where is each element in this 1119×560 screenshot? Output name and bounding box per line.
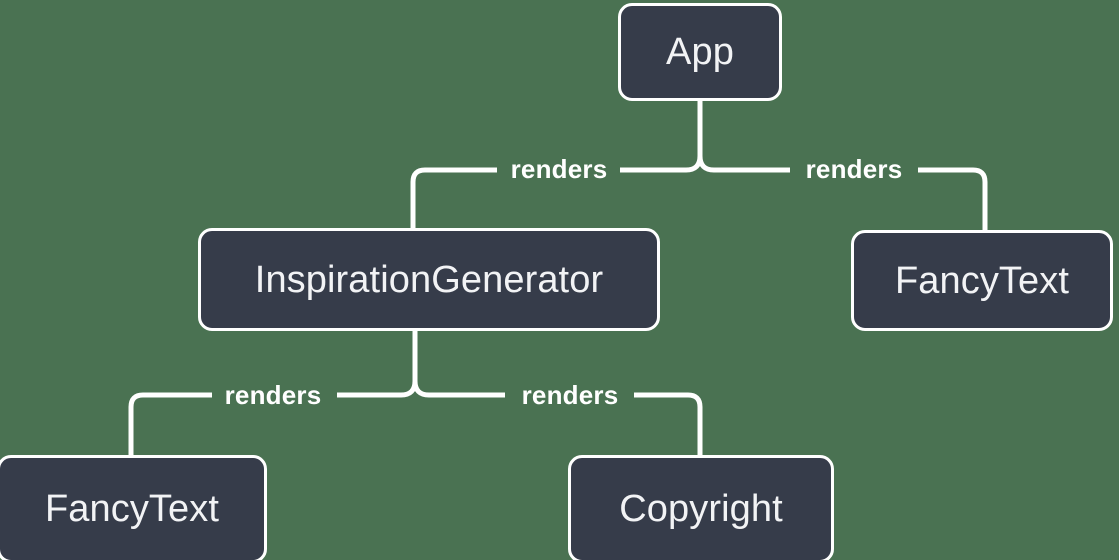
node-fancy-text-right-label: FancyText [894, 259, 1070, 302]
edge-ig-fork-right [412, 380, 505, 398]
edge-app-fork-left [620, 155, 703, 173]
edge-app-to-fancytext-right [918, 167, 988, 230]
node-copyright-label: Copyright [619, 488, 783, 530]
edge-label-inspiration-generator-to-fancy-text-left: renders [224, 380, 322, 410]
node-app[interactable]: App [618, 3, 782, 101]
node-copyright[interactable]: Copyright [568, 455, 834, 560]
node-app-label: App [666, 31, 734, 73]
edge-app-fork-right [697, 155, 790, 173]
edge-inspirationgenerator-to-copyright [634, 392, 703, 455]
node-inspiration-generator[interactable]: InspirationGenerator [198, 228, 660, 331]
node-inspiration-generator-label: InspirationGenerator [254, 258, 604, 301]
edge-inspirationgenerator-to-fancytext-left [128, 392, 212, 455]
edge-label-app-to-fancy-text-right: renders [805, 154, 903, 184]
node-fancy-text-right[interactable]: FancyText [851, 230, 1113, 331]
node-fancy-text-left[interactable]: FancyText [0, 455, 267, 560]
edge-app-to-inspirationgenerator [410, 167, 497, 228]
edge-label-app-to-inspiration-generator: renders [510, 154, 608, 184]
node-fancy-text-left-label: FancyText [44, 488, 220, 530]
edge-ig-fork-left [337, 380, 418, 398]
edge-label-inspiration-generator-to-copyright: renders [521, 380, 619, 410]
